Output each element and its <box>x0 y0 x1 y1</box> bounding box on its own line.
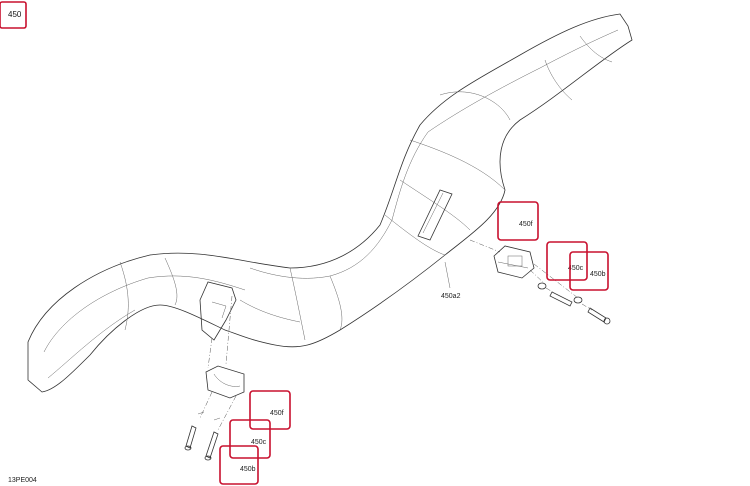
reference-label: 450a2 <box>441 293 461 300</box>
callout-450c-top[interactable]: 450c <box>546 241 588 281</box>
callout-450c-bottom[interactable]: 450c <box>229 419 271 459</box>
handlebar-housing <box>27 13 633 393</box>
callout-label: 450f <box>519 221 533 228</box>
drawing-code: 13PE004 <box>8 477 37 484</box>
callout-label: 450f <box>270 410 284 417</box>
callout-450b-bottom[interactable]: 450b <box>219 445 259 485</box>
assembly-lines <box>199 239 593 431</box>
upper-clamp-part <box>493 245 535 279</box>
callout-450f-top[interactable]: 450f <box>497 201 539 241</box>
callout-label: 450b <box>590 271 606 278</box>
callout-450b-top[interactable]: 450b <box>569 251 609 291</box>
callout-label: 450b <box>240 466 256 473</box>
lower-hardware <box>184 411 221 461</box>
page-tag[interactable]: 450 <box>0 1 27 29</box>
lower-clamp-part <box>205 365 245 399</box>
callout-label: 450c <box>568 265 584 272</box>
upper-hardware <box>537 282 611 325</box>
page-tag-label: 450 <box>8 10 22 19</box>
callout-label: 450c <box>251 439 267 446</box>
